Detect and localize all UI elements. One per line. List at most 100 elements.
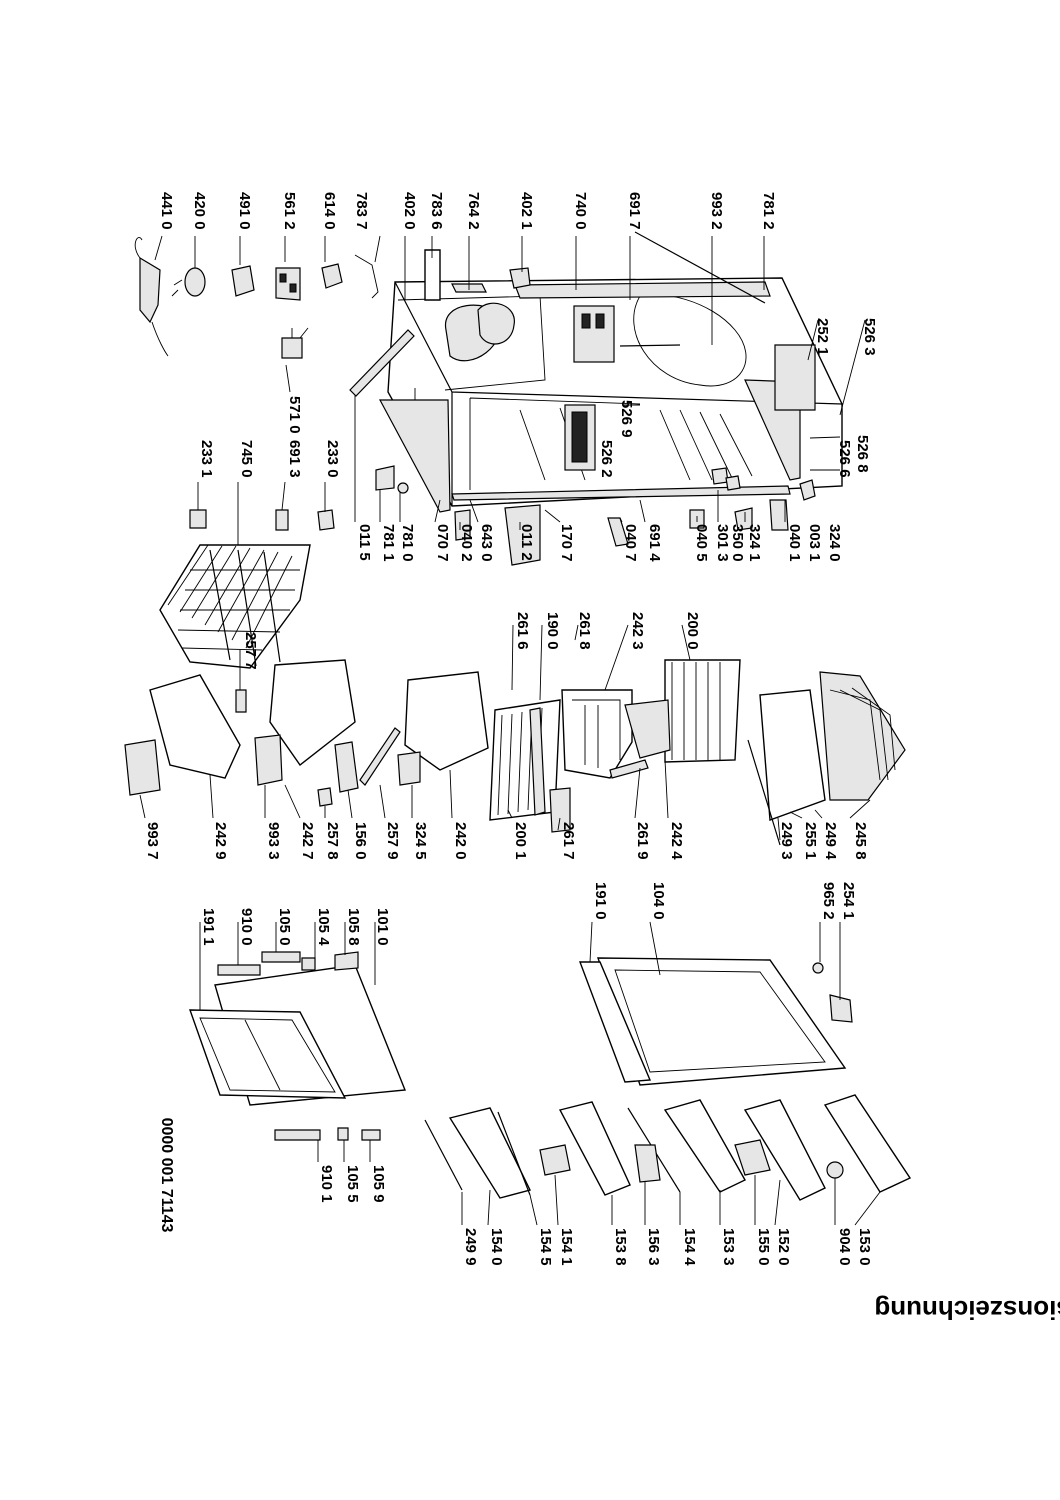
label-1541: 154 1 bbox=[558, 1228, 575, 1266]
label-1550: 155 0 bbox=[755, 1228, 772, 1266]
label-1544: 154 4 bbox=[681, 1228, 698, 1266]
label-2429: 242 9 bbox=[212, 822, 229, 860]
label-1054: 105 4 bbox=[315, 908, 332, 946]
label-7400: 740 0 bbox=[572, 192, 589, 230]
label-2424: 242 4 bbox=[668, 822, 685, 860]
cabinet-accessories bbox=[189, 329, 816, 566]
label-7837: 783 7 bbox=[353, 192, 370, 230]
label-1058: 105 8 bbox=[345, 908, 362, 946]
label-4200: 420 0 bbox=[191, 192, 208, 230]
label-6913: 691 3 bbox=[286, 440, 303, 478]
label-1560: 156 0 bbox=[352, 822, 369, 860]
label-9040: 904 0 bbox=[836, 1228, 853, 1266]
cabinet-body bbox=[378, 231, 843, 513]
label-2427: 242 7 bbox=[299, 822, 316, 860]
label-1055: 105 5 bbox=[344, 1165, 361, 1203]
label-1059: 105 9 bbox=[370, 1165, 387, 1203]
label-5263: 526 3 bbox=[861, 318, 878, 356]
label-4021: 402 1 bbox=[518, 192, 535, 230]
label-1040: 104 0 bbox=[650, 882, 667, 920]
label-2521: 252 1 bbox=[814, 318, 831, 356]
label-9937: 993 7 bbox=[144, 822, 161, 860]
label-0031: 003 1 bbox=[806, 524, 823, 562]
label-3245: 324 5 bbox=[412, 822, 429, 860]
label-1545: 154 5 bbox=[537, 1228, 554, 1266]
label-0401: 040 1 bbox=[786, 524, 803, 562]
label-6917: 691 7 bbox=[626, 192, 643, 230]
label-2420: 242 0 bbox=[452, 822, 469, 860]
label-0402: 040 2 bbox=[458, 524, 475, 562]
label-2001: 200 1 bbox=[512, 822, 529, 860]
label-7812: 781 2 bbox=[760, 192, 777, 230]
label-5262: 526 2 bbox=[598, 440, 615, 478]
freezer-grids-group bbox=[159, 544, 311, 713]
label-3241: 324 1 bbox=[746, 524, 763, 562]
label-9932: 993 2 bbox=[708, 192, 725, 230]
label-1563: 156 3 bbox=[645, 1228, 662, 1266]
label-2494: 249 4 bbox=[822, 822, 839, 860]
compressor-parts-group bbox=[134, 237, 531, 359]
label-1911: 191 1 bbox=[200, 908, 217, 946]
label-3240: 324 0 bbox=[826, 524, 843, 562]
door-bins-group bbox=[274, 1094, 912, 1201]
label-2000: 200 0 bbox=[684, 612, 701, 650]
label-6140: 614 0 bbox=[321, 192, 338, 230]
label-1538: 153 8 bbox=[612, 1228, 629, 1266]
label-7642: 764 2 bbox=[465, 192, 482, 230]
label-0707: 070 7 bbox=[434, 524, 451, 562]
part-labels: 781 2 993 2 691 7 740 0 402 1 764 2 783 … bbox=[144, 192, 878, 1266]
label-2579: 257 9 bbox=[384, 822, 401, 860]
label-9652: 965 2 bbox=[820, 882, 837, 920]
doors-group bbox=[189, 951, 853, 1106]
label-4410: 441 0 bbox=[158, 192, 175, 230]
label-1900: 190 0 bbox=[544, 612, 561, 650]
label-9100: 910 0 bbox=[238, 908, 255, 946]
label-7811: 781 1 bbox=[380, 524, 397, 562]
label-7450: 745 0 bbox=[238, 440, 255, 478]
label-1050: 105 0 bbox=[276, 908, 293, 946]
label-2617: 261 7 bbox=[560, 822, 577, 860]
diagram-title: Explosionszeichnung bbox=[874, 1295, 1060, 1325]
label-0407: 040 7 bbox=[622, 524, 639, 562]
label-9933: 993 3 bbox=[265, 822, 282, 860]
label-9101: 910 1 bbox=[318, 1165, 335, 1203]
label-7810: 781 0 bbox=[399, 524, 416, 562]
label-2458: 245 8 bbox=[852, 822, 869, 860]
label-1533: 153 3 bbox=[720, 1228, 737, 1266]
label-0112: 011 2 bbox=[518, 524, 535, 561]
label-0115: 011 5 bbox=[356, 524, 373, 561]
label-4020: 402 0 bbox=[401, 192, 418, 230]
label-2493: 249 3 bbox=[778, 822, 795, 860]
label-2577: 257 7 bbox=[242, 632, 259, 670]
label-1530: 153 0 bbox=[856, 1228, 873, 1266]
label-5269: 526 9 bbox=[618, 400, 635, 438]
label-1010: 101 0 bbox=[374, 908, 391, 946]
label-2423: 242 3 bbox=[629, 612, 646, 650]
label-6430: 643 0 bbox=[478, 524, 495, 562]
label-2551: 255 1 bbox=[802, 822, 819, 860]
label-2616: 261 6 bbox=[514, 612, 531, 650]
label-1540: 154 0 bbox=[488, 1228, 505, 1266]
label-4910: 491 0 bbox=[236, 192, 253, 230]
label-1520: 152 0 bbox=[775, 1228, 792, 1266]
label-5266: 526 6 bbox=[836, 440, 853, 478]
document-number: 0000 001 71143 bbox=[158, 1118, 175, 1233]
label-2541: 254 1 bbox=[840, 882, 857, 920]
label-2618: 261 8 bbox=[576, 612, 593, 650]
label-2578: 257 8 bbox=[324, 822, 341, 860]
label-1910: 191 0 bbox=[592, 882, 609, 920]
label-2619: 261 9 bbox=[634, 822, 651, 860]
label-5710: 571 0 bbox=[286, 396, 303, 434]
label-6914: 691 4 bbox=[646, 524, 663, 562]
label-2499: 249 9 bbox=[462, 1228, 479, 1266]
label-5268: 526 8 bbox=[854, 435, 871, 473]
label-5612: 561 2 bbox=[281, 192, 298, 230]
label-2330: 233 0 bbox=[324, 440, 341, 478]
label-7836: 783 6 bbox=[428, 192, 445, 230]
leader-lines bbox=[139, 235, 881, 1226]
drawers-shelves-group bbox=[124, 659, 906, 846]
label-2331: 233 1 bbox=[198, 440, 215, 478]
label-1707: 170 7 bbox=[558, 524, 575, 562]
label-0405: 040 5 bbox=[693, 524, 710, 562]
